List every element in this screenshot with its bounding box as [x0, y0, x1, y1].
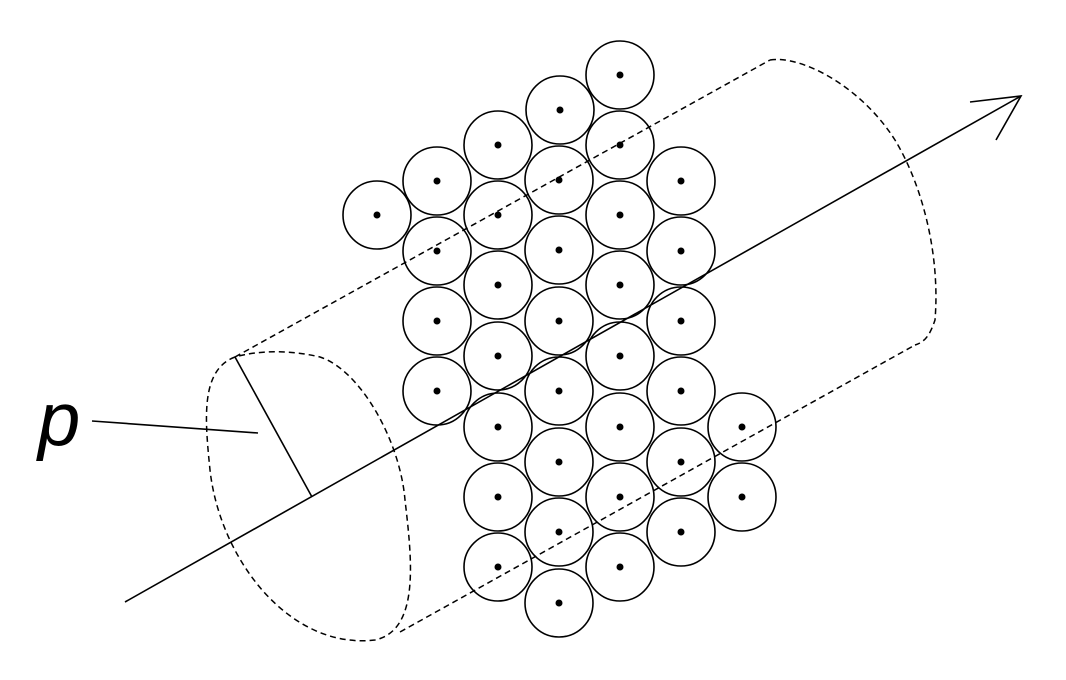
- disk-center-dot: [616, 423, 624, 431]
- cylinder-near-cap: [205, 351, 412, 642]
- disk-center-dot: [494, 211, 502, 219]
- disk-center-dot: [677, 387, 685, 395]
- disk-cluster: [342, 40, 777, 638]
- disk-center-dot: [738, 423, 746, 431]
- disk-center-dot: [677, 177, 685, 185]
- axis-arrow: [124, 95, 1023, 603]
- disk-center-dot: [677, 528, 685, 536]
- disk-center-dot: [616, 141, 624, 149]
- disk-center-dot: [616, 281, 624, 289]
- arrow-head-icon: [969, 95, 1023, 141]
- disk-center-dot: [433, 317, 441, 325]
- label-leader-line: [91, 420, 259, 434]
- disk-center-dot: [433, 387, 441, 395]
- disk-center-dot: [738, 493, 746, 501]
- disk-center-dot: [494, 281, 502, 289]
- disk-center-dot: [373, 211, 381, 219]
- axis-line: [124, 95, 1022, 603]
- disk-center-dot: [616, 211, 624, 219]
- disk-center-dot: [433, 177, 441, 185]
- disk-center-dot: [555, 176, 563, 184]
- disk-center-dot: [677, 247, 685, 255]
- disk-center-dot: [616, 563, 624, 571]
- disk-center-dot: [616, 352, 624, 360]
- disk-center-dot: [494, 352, 502, 360]
- cylinder-bottom-edge: [399, 344, 916, 633]
- disk-center-dot: [555, 317, 563, 325]
- cylinder-top-edge: [234, 59, 771, 358]
- disk-center-dot: [494, 563, 502, 571]
- radius-label: p: [36, 377, 80, 462]
- disk-center-dot: [494, 423, 502, 431]
- cylinder-outline: [205, 58, 937, 642]
- disk-center-dot: [494, 141, 502, 149]
- disk-center-dot: [494, 493, 502, 501]
- disk-center-dot: [677, 317, 685, 325]
- disk-center-dot: [556, 106, 564, 114]
- disk-center-dot: [555, 246, 563, 254]
- disk-center-dot: [677, 458, 685, 466]
- disk-center-dot: [555, 387, 563, 395]
- disk-center-dot: [555, 599, 563, 607]
- disk-center-dot: [433, 247, 441, 255]
- disk-center-dot: [555, 458, 563, 466]
- disk-center-dot: [616, 493, 624, 501]
- disk-center-dot: [555, 528, 563, 536]
- cylinder-far-cap: [769, 58, 937, 346]
- disk-center-dot: [616, 71, 624, 79]
- radius-marker: p: [36, 356, 313, 498]
- radius-line: [234, 356, 313, 498]
